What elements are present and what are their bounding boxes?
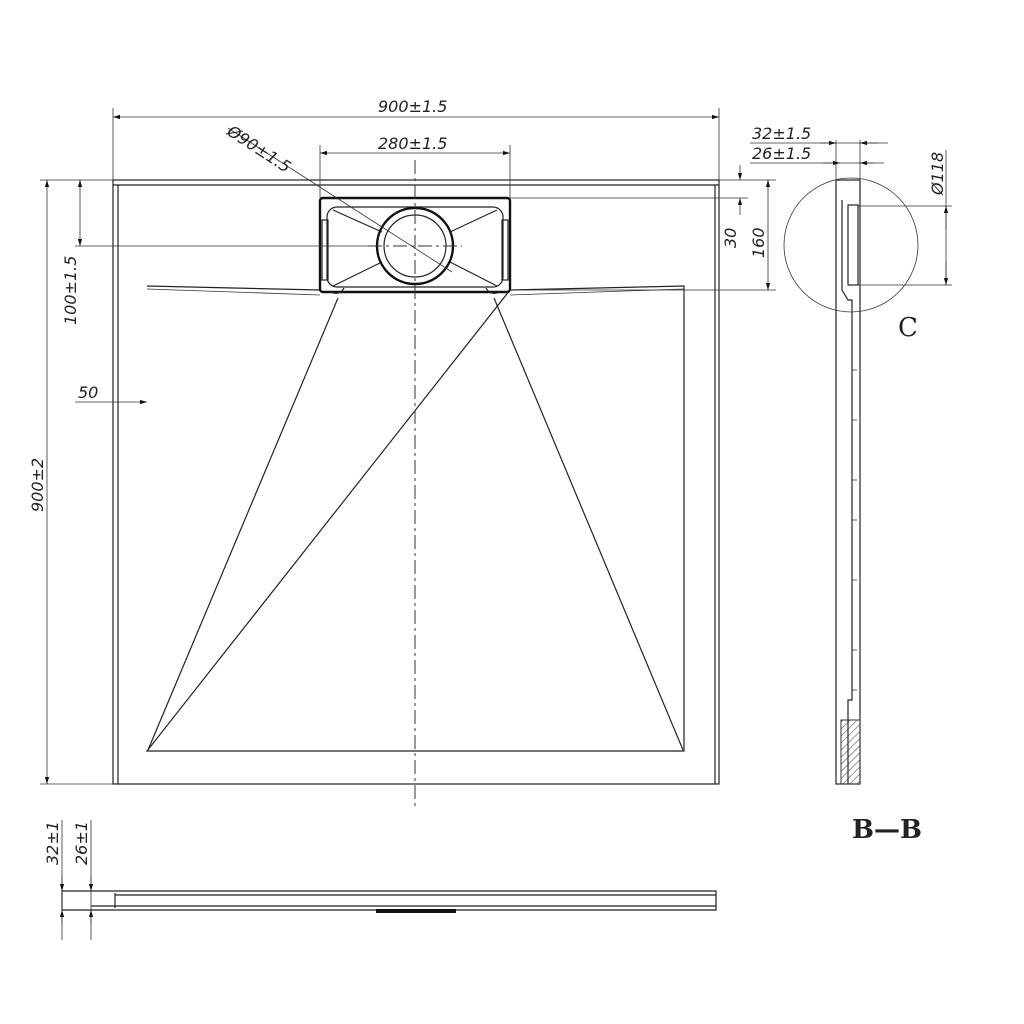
section-view: C B—B 32±1.5 26±1.5 Ø118: [750, 124, 952, 845]
slope-line-right: [493, 297, 684, 751]
dim-drain-offset: 100±1.5: [61, 256, 80, 325]
dim-side-thickness: 32±1: [43, 821, 62, 865]
inner-pan: [145, 285, 685, 752]
detail-label: C: [898, 313, 918, 343]
tray-outline: [112, 179, 720, 785]
dim-overall-width: 900±1.5: [378, 97, 447, 116]
section-label: B—B: [852, 815, 922, 845]
dim-drain-diameter: Ø90±1.5: [223, 121, 294, 177]
dim-drain-top: 30: [721, 228, 740, 248]
dim-side-inner-thickness: 26±1: [72, 821, 91, 865]
plan-view: [112, 160, 720, 808]
side-view: 32±1 26±1: [43, 820, 717, 940]
detail-circle: [783, 177, 919, 313]
dim-inner-thickness-detail: 26±1.5: [752, 144, 811, 163]
dim-drain-depth: 160: [749, 227, 768, 258]
dim-overall-length: 900±2: [28, 458, 47, 512]
dim-detail-diameter: Ø118: [928, 152, 947, 196]
dim-border: 50: [78, 383, 98, 402]
drain-outlet: [376, 909, 456, 913]
dimension-lines: 900±1.5 280±1.5 Ø90±1.5 900±2 100±1.5 50…: [28, 97, 776, 785]
dim-drain-width: 280±1.5: [378, 134, 447, 153]
slope-line-left: [147, 297, 339, 751]
dim-thickness-detail: 32±1.5: [752, 124, 811, 143]
